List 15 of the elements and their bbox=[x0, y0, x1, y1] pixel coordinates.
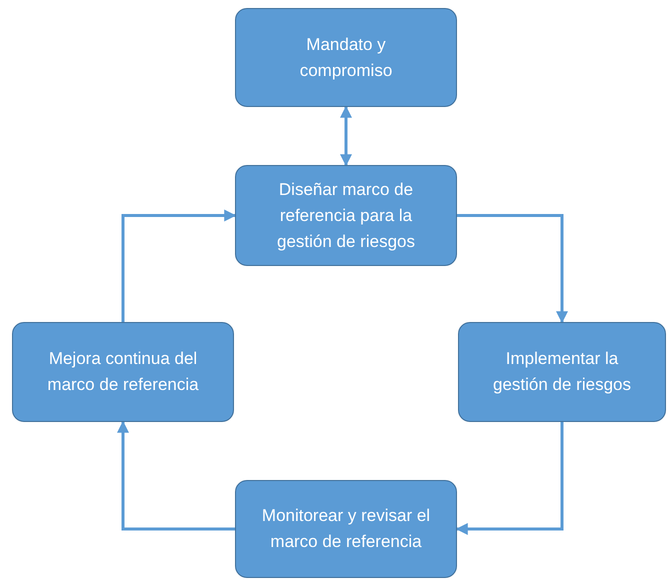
box-label: Mandato y compromiso bbox=[298, 34, 394, 82]
process-box bbox=[12, 322, 234, 422]
box-label: Mejora continua del marco de referencia bbox=[46, 348, 200, 396]
process-box bbox=[235, 480, 457, 578]
connector-arrow bbox=[457, 214, 568, 324]
box-label: Implementar la gestión de riesgos bbox=[492, 348, 632, 396]
box-label: Monitorear y revisar el marco de referencia bbox=[260, 505, 432, 553]
connector-arrow bbox=[340, 106, 352, 166]
process-box bbox=[458, 322, 666, 422]
connector-arrow bbox=[122, 210, 236, 322]
connector-arrow bbox=[117, 420, 235, 530]
connector-arrow bbox=[456, 422, 564, 535]
process-box bbox=[235, 8, 457, 107]
box-label: Diseñar marco de referencia para la gestión de riesgos bbox=[276, 178, 416, 252]
process-box bbox=[235, 165, 457, 266]
